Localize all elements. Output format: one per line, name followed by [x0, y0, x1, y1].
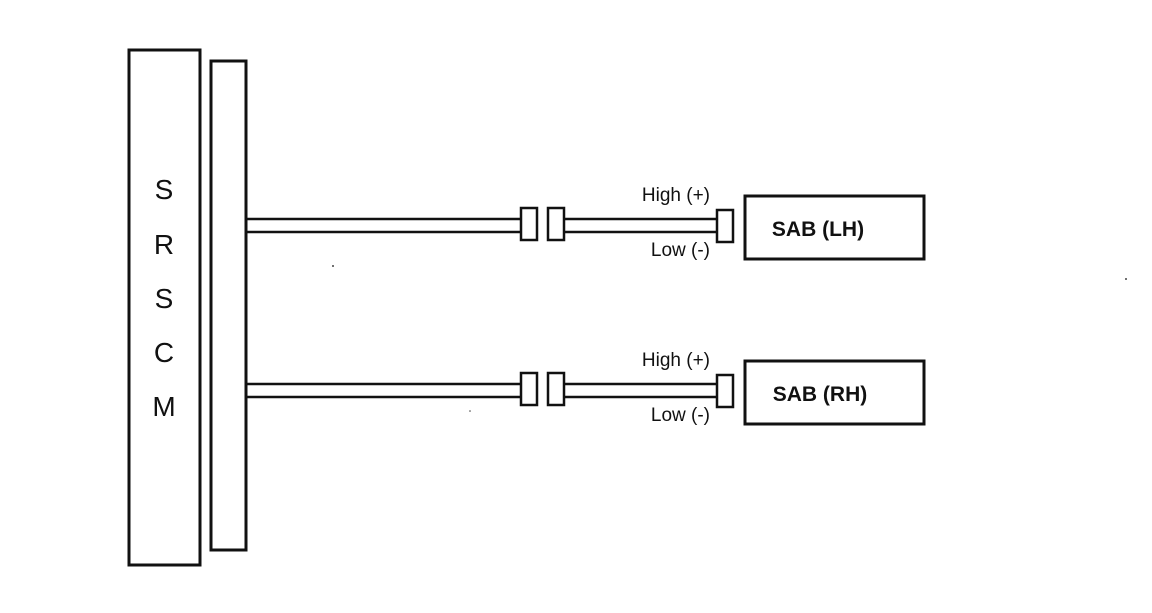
circuit-sab-lh: High (+) Low (-) SAB (LH): [246, 185, 926, 261]
srscm-label: S R S C M: [152, 174, 175, 422]
component-box-sab-rh: [743, 359, 926, 426]
high-wire-label: High (+): [642, 350, 710, 371]
connector-male: [519, 206, 539, 242]
component-connector: [715, 373, 735, 409]
srscm-letter: S: [155, 283, 174, 314]
srscm-letter: R: [154, 229, 174, 260]
connector-male: [519, 371, 539, 407]
high-wire-label: High (+): [642, 185, 710, 206]
scan-specks: [332, 265, 1127, 412]
connector-female: [546, 371, 566, 407]
connector-female: [546, 206, 566, 242]
component-connector: [715, 208, 735, 244]
low-wire-label: Low (-): [651, 240, 710, 261]
low-wire-label: Low (-): [651, 405, 710, 426]
component-label: SAB (LH): [772, 218, 864, 241]
component-label: SAB (RH): [773, 383, 868, 406]
srscm-letter: S: [155, 174, 174, 205]
srscm-letter: M: [152, 391, 175, 422]
component-box-sab-lh: [743, 194, 926, 261]
srscm-connector-strip: [209, 59, 248, 552]
circuit-sab-rh: High (+) Low (-) SAB (RH): [246, 350, 926, 426]
srscm-letter: C: [154, 337, 174, 368]
srscm-module: [127, 48, 202, 567]
